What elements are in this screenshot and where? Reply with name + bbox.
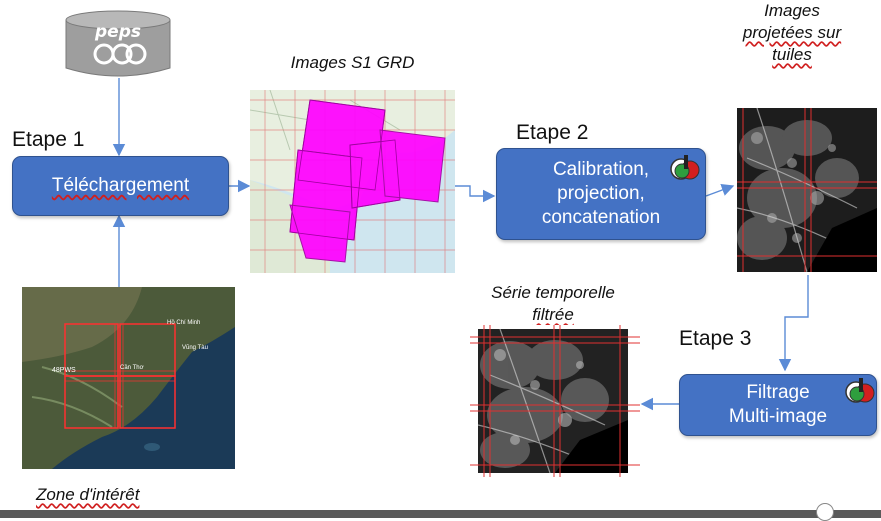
slide-indicator: [816, 503, 834, 521]
peps-logo-text: peps: [95, 22, 141, 42]
map-label-city3: Vũng Tàu: [182, 345, 208, 351]
download-box: Téléchargement: [12, 156, 229, 216]
step-2-label: Etape 2: [516, 121, 589, 144]
step-3-label: Etape 3: [679, 327, 752, 350]
calibration-line-1: Calibration,: [552, 159, 650, 180]
filter-line-1: Filtrage: [746, 382, 810, 403]
zone-of-interest-map: 48PWS Hồ Chí Minh Cần Thơ Vũng Tàu: [22, 287, 235, 469]
filter-line-2: Multi-image: [728, 406, 828, 427]
step-1-label: Etape 1: [12, 128, 85, 151]
peps-database: peps: [62, 8, 174, 80]
arrow-s1-to-calibration: [455, 185, 496, 203]
filtered-series-image: [470, 325, 640, 477]
database-icon: [65, 10, 171, 77]
series-caption: Série temporelle filtrée: [468, 282, 638, 326]
projected-caption-line-1: Images: [764, 1, 820, 20]
filter-box: Filtrage Multi-image: [679, 374, 877, 436]
orfeo-toolbox-icon-2: [845, 378, 875, 403]
map-label-city1: Hồ Chí Minh: [167, 320, 201, 326]
series-caption-line-2: filtrée: [532, 305, 574, 324]
map-label-city2: Cần Thơ: [120, 365, 144, 371]
s1-images-caption: Images S1 GRD: [290, 53, 415, 72]
s1-footprints-map: [250, 90, 455, 273]
projected-caption-line-2: projetées sur: [742, 23, 842, 42]
download-label: Téléchargement: [51, 175, 190, 196]
calibration-line-2: projection,: [557, 183, 645, 204]
arrow-projected-to-filter: [778, 275, 809, 372]
bottom-bar: [0, 510, 881, 518]
projected-caption-line-3: tuiles: [772, 45, 812, 64]
calibration-box: Calibration, projection, concatenation: [496, 148, 706, 240]
projected-caption: Images projetées sur tuiles: [722, 0, 862, 66]
orfeo-toolbox-icon: [670, 155, 700, 180]
series-caption-line-1: Série temporelle: [491, 283, 615, 302]
zone-caption: Zone d'intérêt: [36, 485, 140, 504]
projected-tiles-image: [737, 108, 877, 272]
map-label-tile: 48PWS: [52, 367, 76, 374]
arrow-calibration-to-projected: [705, 183, 735, 197]
calibration-line-3: concatenation: [541, 207, 661, 228]
